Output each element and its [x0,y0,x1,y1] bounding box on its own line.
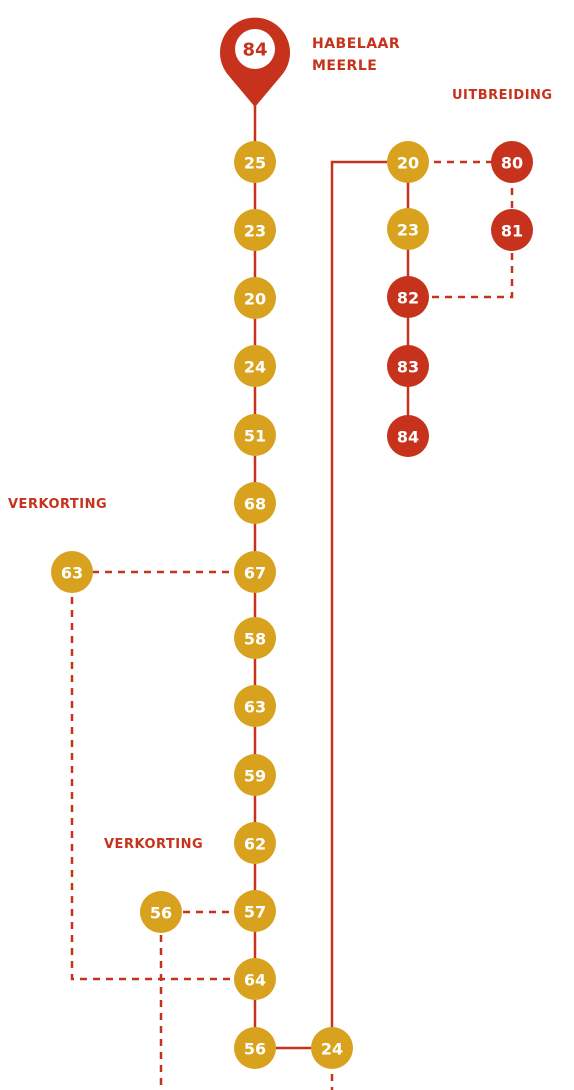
junction-node-20[interactable]: 20 [387,141,429,183]
node-circle [311,1027,353,1069]
node-number: 84 [397,428,419,447]
map-pin-inner-circle [235,29,275,69]
node-number: 68 [244,495,266,514]
node-number: 20 [244,290,266,309]
node-number: 62 [244,835,266,854]
node-circle [234,685,276,727]
node-circle [234,551,276,593]
node-circle [387,141,429,183]
node-circle [234,754,276,796]
node-circle [234,617,276,659]
node-number: 59 [244,767,266,786]
node-circle [234,1027,276,1069]
junction-node-63[interactable]: 63 [234,685,276,727]
junction-node-63-shortcut[interactable]: 63 [51,551,93,593]
node-number: 56 [150,904,172,923]
junction-node-24[interactable]: 24 [234,345,276,387]
node-number: 63 [244,698,266,717]
node-number: 24 [244,358,266,377]
node-circle [491,141,533,183]
node-circle [234,414,276,456]
junction-node-23[interactable]: 23 [387,208,429,250]
node-number: 25 [244,154,266,173]
main-route-nodes: 25 23 20 24 51 68 67 58 [234,141,276,1069]
uitbreiding-label: UITBREIDING [452,88,553,103]
verkorting-nodes: 63 56 [51,551,182,933]
junction-node-23[interactable]: 23 [234,209,276,251]
node-circle [234,141,276,183]
junction-node-81[interactable]: 81 [491,209,533,251]
node-number: 67 [244,564,266,583]
return-route-line [330,160,408,1048]
node-circle [387,345,429,387]
node-number: 57 [244,903,266,922]
node-number: 20 [397,154,419,173]
node-number: 83 [397,358,419,377]
node-number: 81 [501,222,523,241]
junction-node-20[interactable]: 20 [234,277,276,319]
node-number: 23 [397,221,419,240]
verkorting-lower-label: VERKORTING [104,837,203,852]
junction-node-62[interactable]: 62 [234,822,276,864]
junction-node-58[interactable]: 58 [234,617,276,659]
node-number: 64 [244,971,266,990]
node-number: 23 [244,222,266,241]
junction-node-83[interactable]: 83 [387,345,429,387]
node-circle [234,345,276,387]
junction-node-57[interactable]: 57 [234,890,276,932]
junction-node-84[interactable]: 84 [387,415,429,457]
node-number: 51 [244,427,266,446]
start-location-name-line2: MEERLE [312,58,377,74]
node-circle [234,822,276,864]
node-circle [140,891,182,933]
junction-node-56[interactable]: 56 [234,1027,276,1069]
uitbreiding-nodes: 80 81 [491,141,533,251]
start-location-name-line1: HABELAAR [312,36,400,52]
junction-node-59[interactable]: 59 [234,754,276,796]
junction-node-80[interactable]: 80 [491,141,533,183]
junction-node-82[interactable]: 82 [387,276,429,318]
node-circle [51,551,93,593]
node-number: 24 [321,1040,343,1059]
junction-node-24[interactable]: 24 [311,1027,353,1069]
junction-node-68[interactable]: 68 [234,482,276,524]
junction-node-51[interactable]: 51 [234,414,276,456]
node-circle [234,890,276,932]
route-lines [70,100,514,1090]
node-number: 56 [244,1040,266,1059]
start-pin-number: 84 [242,40,267,61]
junction-node-56-shortcut[interactable]: 56 [140,891,182,933]
node-number: 82 [397,289,419,308]
node-number: 63 [61,564,83,583]
node-circle [234,958,276,1000]
junction-node-25[interactable]: 25 [234,141,276,183]
node-circle [387,208,429,250]
map-pin-icon: 84 [219,17,290,107]
junction-node-67[interactable]: 67 [234,551,276,593]
node-circle [234,209,276,251]
node-circle [234,277,276,319]
verkorting-upper-dashed-line [70,570,255,981]
junction-node-64[interactable]: 64 [234,958,276,1000]
return-route-nodes: 24 20 23 [311,141,429,1069]
node-circle [234,482,276,524]
node-circle [491,209,533,251]
verkorting-upper-label: VERKORTING [8,497,107,512]
extension-route-nodes: 82 83 84 [387,276,429,457]
node-circle [387,276,429,318]
node-circle [387,415,429,457]
node-number: 80 [501,154,523,173]
node-number: 58 [244,630,266,649]
